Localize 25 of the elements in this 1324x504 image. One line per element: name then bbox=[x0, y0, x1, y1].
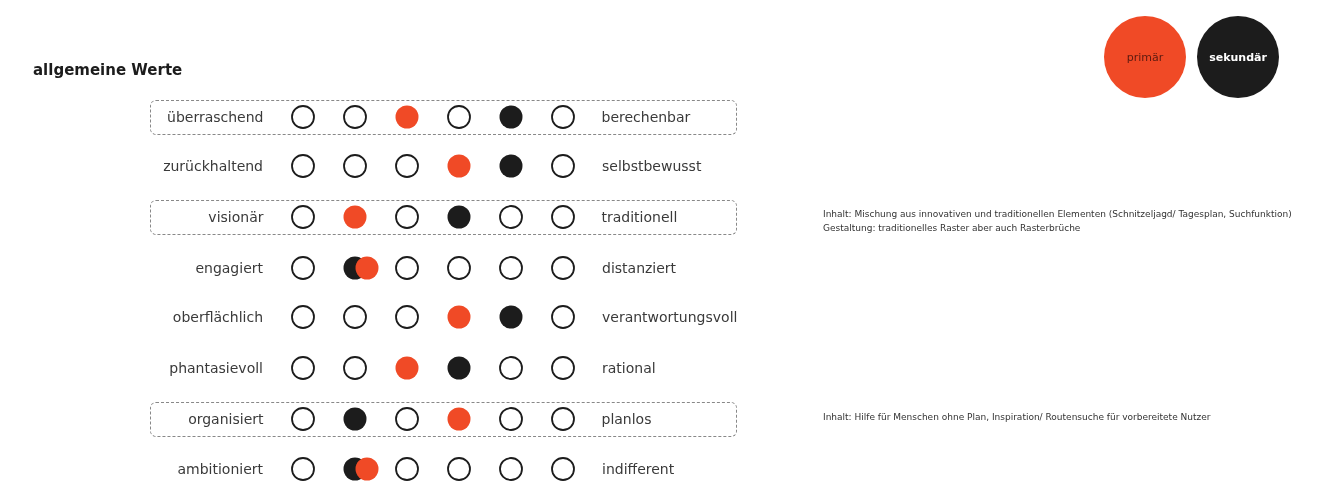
scale-label: indifferent bbox=[602, 460, 675, 478]
scale-label: verantwortungsvoll bbox=[602, 308, 738, 326]
legend-circle: primär bbox=[1104, 16, 1186, 98]
scale-label: rational bbox=[602, 359, 656, 377]
scale-label: distanziert bbox=[602, 259, 677, 277]
note-text: Inhalt: Hilfe für Menschen ohne Plan, Inspiration/ Routensuche für vorbereitete Nutzer bbox=[823, 411, 1211, 424]
note-text: Inhalt: Mischung aus innovativen und traditionellen Elementen (Schnitzeljagd/ Tagesplan, Suchfunktion) bbox=[823, 208, 1292, 221]
legend-circle: sekundär bbox=[1197, 16, 1279, 98]
scale-label: engagiert bbox=[195, 259, 263, 277]
scale-label: berechenbar bbox=[601, 107, 691, 126]
dashed-box bbox=[150, 100, 737, 135]
scale-label: planlos bbox=[601, 409, 652, 428]
section-heading: allgemeine Werte bbox=[33, 61, 183, 79]
dashed-box bbox=[150, 402, 737, 437]
dashed-box bbox=[150, 200, 737, 235]
scale-label: traditionell bbox=[601, 207, 678, 226]
note-text: Gestaltung: traditionelles Raster aber auch Rasterbrüche bbox=[823, 222, 1081, 235]
scale-label: organisiert bbox=[188, 409, 264, 428]
scale-label: überraschend bbox=[167, 107, 264, 126]
scale-label: visionär bbox=[208, 207, 264, 226]
scale-label: zurückhaltend bbox=[163, 157, 263, 175]
scale-label: phantasievoll bbox=[169, 359, 263, 377]
scale-label: ambitioniert bbox=[177, 460, 263, 478]
scale-label: oberflächlich bbox=[172, 308, 263, 326]
scale-label: selbstbewusst bbox=[602, 157, 702, 175]
